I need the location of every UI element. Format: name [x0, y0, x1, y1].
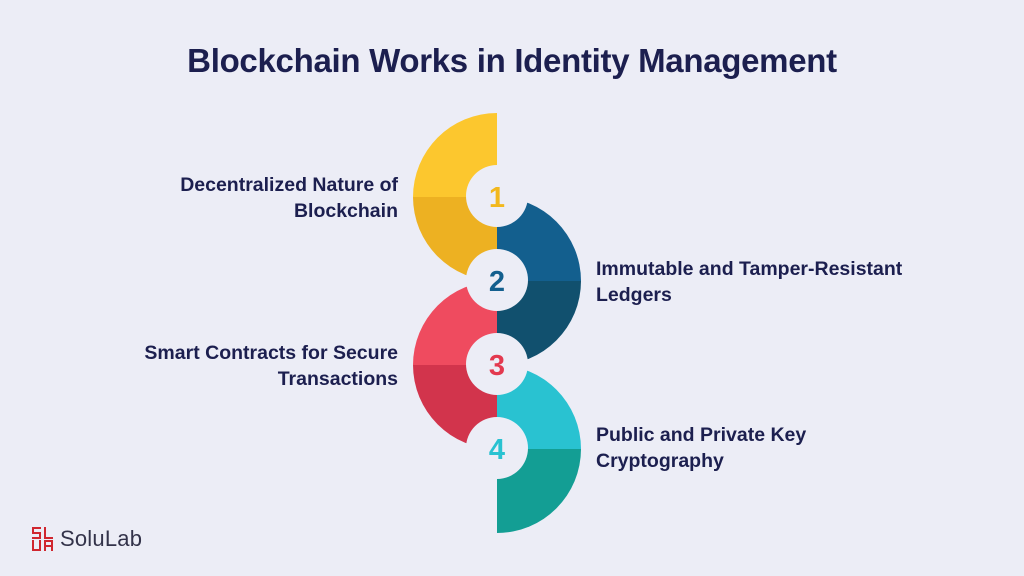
step-3-label-line2: Transactions	[277, 368, 398, 390]
page-title: Blockchain Works in Identity Management	[187, 42, 837, 79]
step-1-label-line2: Blockchain	[293, 200, 398, 222]
step-4-badge: 4	[466, 417, 528, 479]
step-2-label-line2: Ledgers	[596, 284, 672, 306]
logo-text: SoluLab	[60, 526, 143, 551]
step-3-number: 3	[489, 350, 505, 382]
solulab-logo: SoluLab	[32, 524, 142, 554]
step-1-badge: 1	[466, 165, 528, 227]
solulab-logo-icon	[32, 527, 53, 551]
step-2-number: 2	[489, 266, 505, 298]
step-4-label-line1: Public and Private Key	[596, 424, 807, 446]
step-2-label-line1: Immutable and Tamper-Resistant	[596, 258, 903, 280]
step-3-label-line1: Smart Contracts for Secure	[144, 342, 398, 364]
step-4-number: 4	[489, 434, 505, 466]
step-2-label: Immutable and Tamper-Resistant Ledgers	[596, 256, 976, 308]
step-4-label: Public and Private Key Cryptography	[596, 422, 976, 474]
step-3-badge: 3	[466, 333, 528, 395]
step-3-label: Smart Contracts for Secure Transactions	[78, 340, 398, 392]
step-2-badge: 2	[466, 249, 528, 311]
step-1-number: 1	[489, 182, 505, 214]
step-1-label: Decentralized Nature of Blockchain	[78, 172, 398, 224]
step-1-label-line1: Decentralized Nature of	[180, 174, 398, 196]
step-4-label-line2: Cryptography	[596, 450, 724, 472]
